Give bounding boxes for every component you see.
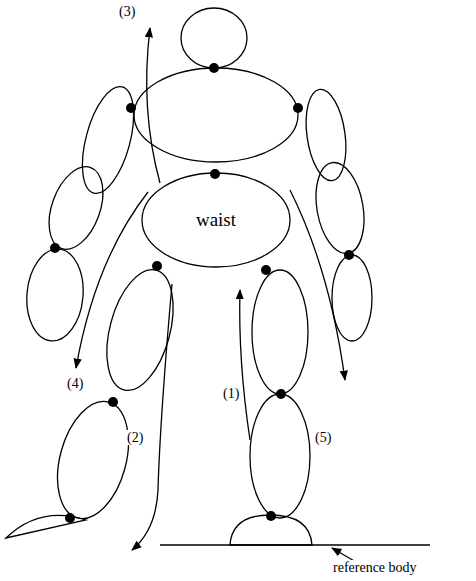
head-link (181, 8, 247, 68)
callout-number: (2) (126, 430, 144, 445)
hand-link (332, 255, 372, 341)
forearm-link (309, 159, 370, 258)
joint-dot (276, 389, 286, 399)
joint-dot (293, 103, 303, 113)
chain-arrow (240, 290, 250, 440)
joint-dot (344, 250, 354, 260)
link-name: waist (196, 209, 236, 231)
chain-arrow (76, 192, 148, 368)
joint-dot (261, 265, 271, 275)
waist-link: waist (141, 172, 291, 268)
shin-link (250, 394, 310, 518)
callout-number: (1) (222, 386, 240, 401)
chain-arrow (290, 190, 345, 380)
joints (50, 63, 354, 523)
chain-arrow (147, 28, 160, 183)
part-label: reference body (332, 560, 418, 575)
joint-dot (152, 261, 162, 271)
joint-dot (108, 397, 118, 407)
callout-number: (3) (118, 4, 136, 19)
upper-arm-link (73, 81, 144, 199)
joint-dot (210, 169, 220, 179)
hand-link (23, 247, 87, 344)
joint-dot (65, 513, 75, 523)
callout-number: (5) (314, 430, 332, 445)
chest-link (134, 68, 298, 162)
joint-dot (266, 511, 276, 521)
joint-dot (126, 103, 136, 113)
shin-link (46, 394, 141, 527)
upper-arm-link (301, 87, 351, 183)
thigh-link (95, 262, 185, 397)
joint-dot (209, 63, 219, 73)
forearm-link (39, 159, 114, 256)
thigh-link (252, 270, 308, 394)
callout-number: (4) (66, 376, 84, 391)
ground-line (160, 544, 430, 545)
joint-dot (50, 243, 60, 253)
link-ellipse (142, 173, 290, 267)
chain-arrow (132, 284, 172, 550)
